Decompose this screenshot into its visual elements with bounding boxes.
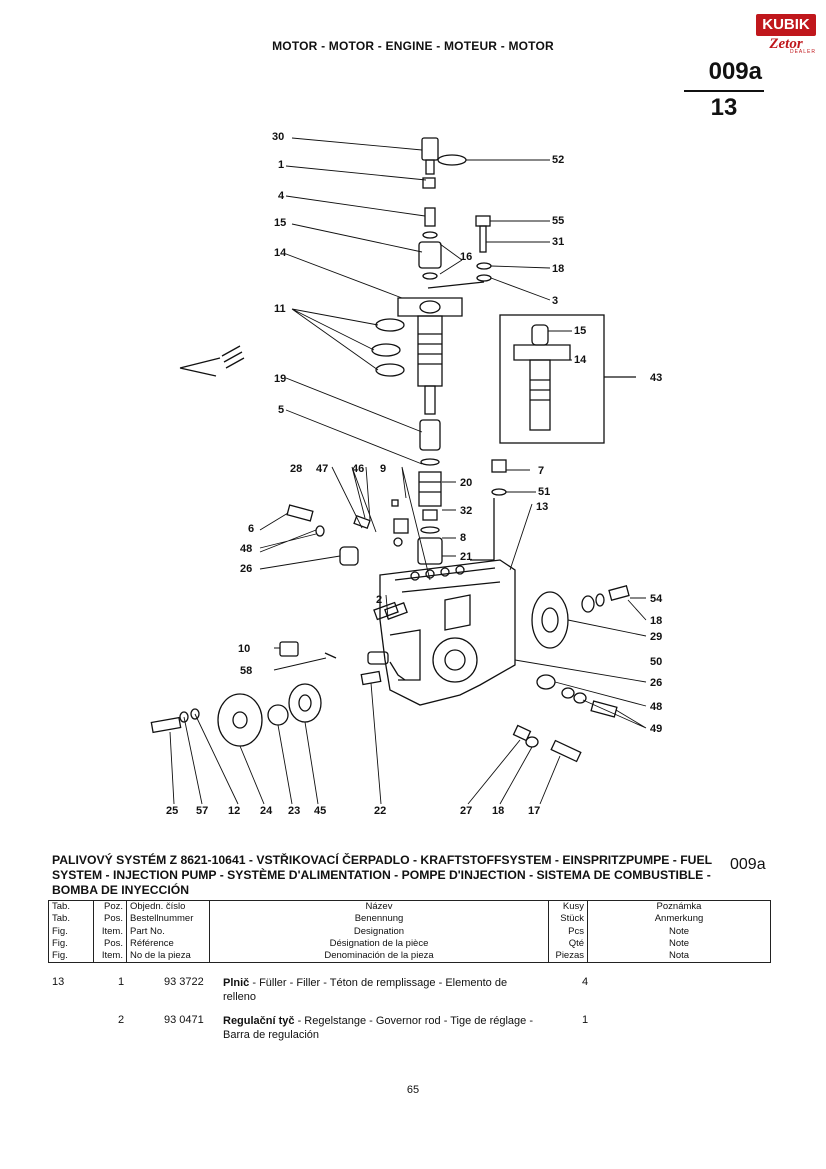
row-partno: 93 3722: [164, 976, 204, 988]
svg-text:19: 19: [274, 373, 286, 385]
svg-text:23: 23: [288, 805, 300, 817]
row-name-primary: Plnič: [223, 977, 250, 989]
svg-text:11: 11: [274, 303, 286, 315]
row-name: Plnič - Füller - Filler - Téton de rempl…: [223, 976, 543, 1004]
row-name-translations: - Füller - Filler - Téton de remplissage…: [223, 977, 508, 1003]
svg-text:12: 12: [228, 805, 240, 817]
svg-text:20: 20: [460, 477, 472, 489]
svg-text:15: 15: [274, 217, 286, 229]
svg-text:46: 46: [352, 463, 364, 475]
col-note: Poznámka Anmerkung Note Note Nota: [587, 899, 771, 964]
svg-text:26: 26: [240, 563, 252, 575]
svg-text:18: 18: [650, 615, 662, 627]
col-tab: Tab. Tab. Fig. Fig. Fig.: [48, 899, 94, 964]
svg-text:18: 18: [492, 805, 504, 817]
svg-text:15: 15: [574, 325, 586, 337]
table-code: 13: [710, 94, 738, 121]
svg-text:21: 21: [460, 551, 472, 563]
svg-text:48: 48: [650, 701, 662, 713]
svg-text:31: 31: [552, 236, 564, 248]
svg-text:7: 7: [538, 465, 544, 477]
row-qty: 4: [582, 976, 589, 988]
svg-text:1: 1: [278, 159, 284, 171]
svg-text:27: 27: [460, 805, 472, 817]
svg-text:17: 17: [528, 805, 540, 817]
svg-text:14: 14: [574, 354, 587, 366]
row-name: Regulační tyč - Regelstange - Governor r…: [223, 1014, 543, 1042]
section-title: PALIVOVÝ SYSTÉM Z 8621-10641 - VSTŘIKOVA…: [52, 853, 712, 897]
svg-text:24: 24: [260, 805, 273, 817]
brand-logo: KUBIK Zetor DEALER: [756, 14, 816, 64]
svg-text:43: 43: [650, 372, 662, 384]
row-qty: 1: [582, 1014, 589, 1026]
page-number: 65: [406, 1084, 420, 1096]
svg-text:18: 18: [552, 263, 564, 275]
svg-text:13: 13: [536, 501, 548, 513]
row-pos: 1: [118, 976, 125, 988]
section-code: 009a: [730, 856, 766, 873]
svg-text:50: 50: [650, 656, 662, 668]
svg-text:9: 9: [380, 463, 386, 475]
logo-zetor: Zetor: [769, 36, 803, 52]
svg-text:58: 58: [240, 665, 252, 677]
divider: [684, 90, 764, 92]
svg-text:55: 55: [552, 215, 564, 227]
svg-text:3: 3: [552, 295, 558, 307]
col-partno: Objedn. číslo Bestellnummer Part No. Réf…: [126, 899, 210, 964]
row-tab: 13: [52, 976, 65, 988]
svg-text:5: 5: [278, 404, 284, 416]
svg-text:25: 25: [166, 805, 178, 817]
svg-text:28: 28: [290, 463, 302, 475]
svg-text:16: 16: [460, 251, 472, 263]
svg-text:54: 54: [650, 593, 663, 605]
svg-text:2: 2: [376, 594, 382, 606]
svg-text:8: 8: [460, 532, 466, 544]
row-name-translations: - Regelstange - Governor rod - Tige de r…: [223, 1015, 533, 1041]
svg-text:32: 32: [460, 505, 472, 517]
svg-text:14: 14: [274, 247, 287, 259]
svg-text:48: 48: [240, 543, 252, 555]
group-code: 009a: [708, 58, 762, 85]
logo-kubik: KUBIK: [756, 14, 816, 36]
svg-text:4: 4: [278, 190, 285, 202]
svg-text:47: 47: [316, 463, 328, 475]
svg-text:51: 51: [538, 486, 550, 498]
col-qty: Kusy Stück Pcs Qté Piezas: [548, 899, 588, 964]
svg-text:52: 52: [552, 154, 564, 166]
col-pos: Poz. Pos. Item. Pos. Item.: [93, 899, 127, 964]
row-pos: 2: [118, 1014, 125, 1026]
row-name-primary: Regulační tyč: [223, 1015, 295, 1027]
svg-text:26: 26: [650, 677, 662, 689]
row-partno: 93 0471: [164, 1014, 204, 1026]
svg-text:57: 57: [196, 805, 208, 817]
svg-text:30: 30: [272, 131, 284, 143]
col-name: Název Benennung Designation Désignation …: [209, 899, 549, 964]
parts-table-header: Tab. Tab. Fig. Fig. Fig. Poz. Pos. Item.…: [48, 899, 771, 964]
page-header: MOTOR - MOTOR - ENGINE - MOTEUR - MOTOR: [272, 39, 554, 53]
svg-text:6: 6: [248, 523, 254, 535]
svg-text:49: 49: [650, 723, 662, 735]
svg-text:29: 29: [650, 631, 662, 643]
svg-text:45: 45: [314, 805, 326, 817]
logo-tagline: DEALER: [789, 49, 816, 55]
svg-text:10: 10: [238, 643, 250, 655]
svg-text:22: 22: [374, 805, 386, 817]
